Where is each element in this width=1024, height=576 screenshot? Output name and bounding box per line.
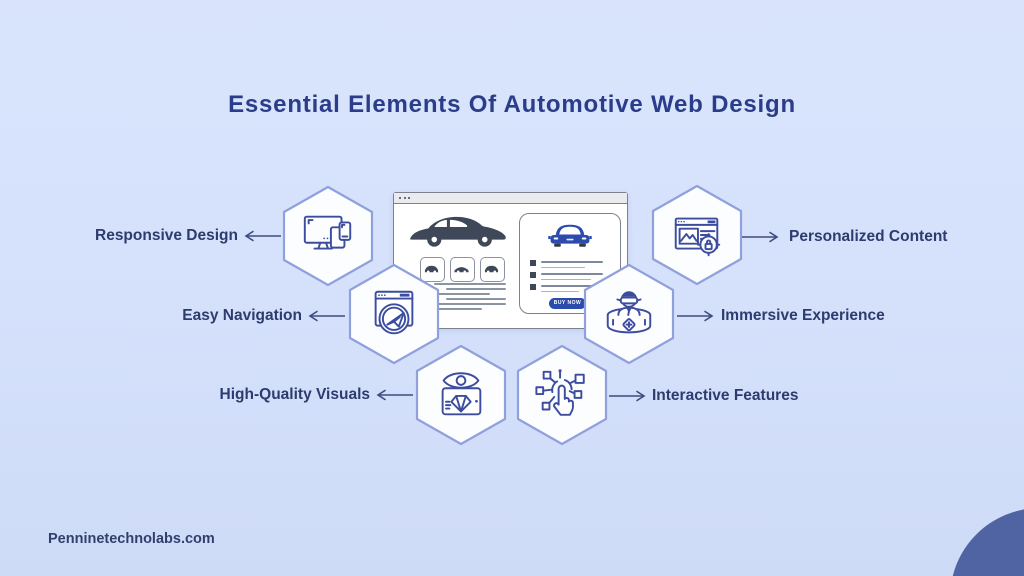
hexagon-personalized-content bbox=[649, 183, 745, 287]
corner-circle-decoration bbox=[950, 508, 1024, 576]
checklist-bullet bbox=[530, 272, 536, 278]
sports-car-side-illustration bbox=[409, 216, 506, 247]
checklist-bullet bbox=[530, 284, 536, 290]
arrow-right-icon bbox=[677, 310, 714, 322]
browser-lock-target-icon bbox=[674, 217, 721, 257]
label-interactive-features: Interactive Features bbox=[652, 387, 799, 404]
website-credit: Penninetechnolabs.com bbox=[48, 531, 215, 547]
hexagon-shape bbox=[282, 185, 374, 287]
label-high-quality-visuals: High-Quality Visuals bbox=[219, 386, 370, 403]
hexagon-interactive-features bbox=[514, 343, 610, 447]
text-placeholder-line bbox=[434, 303, 506, 305]
text-placeholder-line bbox=[446, 298, 506, 300]
responsive-devices-icon bbox=[303, 215, 352, 250]
tablet-diamond-eye-icon bbox=[441, 372, 482, 416]
tap-gesture-icon bbox=[535, 369, 585, 416]
hexagon-high-quality-visuals bbox=[413, 343, 509, 447]
checklist-line bbox=[541, 285, 603, 287]
car-thumbnail bbox=[420, 257, 445, 282]
label-immersive-experience: Immersive Experience bbox=[721, 307, 885, 324]
window-dot-icon bbox=[403, 196, 406, 199]
buy-now-button: BUY NOW bbox=[549, 298, 586, 309]
label-personalized-content: Personalized Content bbox=[789, 228, 948, 245]
checklist-line bbox=[541, 273, 603, 275]
checklist-line bbox=[541, 278, 591, 280]
text-placeholder-line bbox=[446, 288, 506, 290]
hexagon-responsive-design bbox=[280, 184, 376, 288]
arrow-right-icon bbox=[742, 231, 779, 243]
arrow-left-icon bbox=[308, 310, 345, 322]
checklist-line bbox=[541, 266, 585, 268]
window-dot-icon bbox=[408, 196, 411, 199]
arrow-left-icon bbox=[244, 230, 281, 242]
text-placeholder-line bbox=[434, 293, 490, 295]
hexagon-immersive-experience bbox=[581, 262, 677, 366]
browser-navigation-icon bbox=[374, 290, 414, 335]
car-thumbnail bbox=[480, 257, 505, 282]
hexagon-easy-navigation bbox=[346, 262, 442, 366]
car-front-illustration bbox=[548, 224, 592, 247]
label-easy-navigation: Easy Navigation bbox=[182, 307, 302, 324]
vr-avatar-icon bbox=[606, 291, 652, 334]
text-placeholder-line bbox=[434, 308, 482, 310]
browser-titlebar bbox=[394, 193, 627, 204]
page-title: Essential Elements Of Automotive Web Des… bbox=[228, 91, 796, 118]
checklist-line bbox=[541, 290, 579, 292]
window-dot-icon bbox=[399, 196, 402, 199]
checklist-line bbox=[541, 261, 603, 263]
checklist-bullet bbox=[530, 260, 536, 266]
arrow-left-icon bbox=[376, 389, 413, 401]
label-responsive-design: Responsive Design bbox=[95, 227, 238, 244]
text-placeholder-line bbox=[434, 283, 506, 285]
car-thumbnail bbox=[450, 257, 475, 282]
arrow-right-icon bbox=[609, 390, 646, 402]
